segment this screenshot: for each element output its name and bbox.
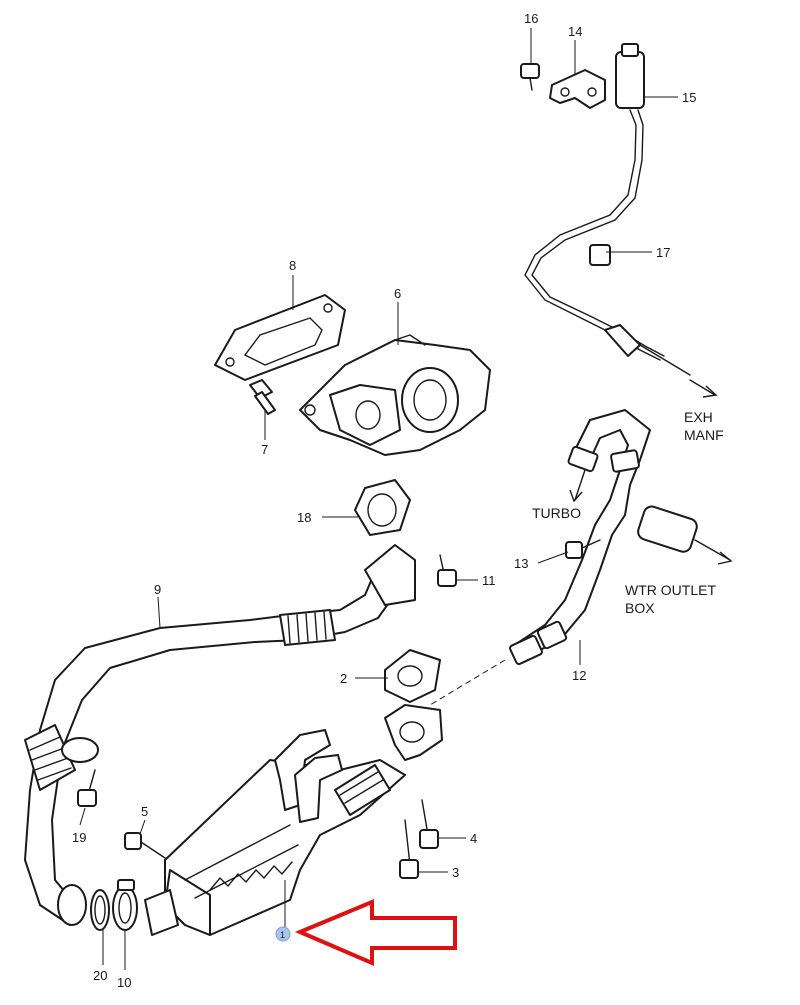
callout-9: 9 bbox=[154, 582, 161, 597]
egr-valve bbox=[299, 334, 491, 456]
callout-17: 17 bbox=[656, 245, 670, 260]
leader-lines bbox=[79, 28, 678, 970]
bolt-19 bbox=[77, 769, 97, 807]
callout-11: 11 bbox=[482, 573, 496, 588]
note-wtr-line1: WTR OUTLET bbox=[625, 582, 716, 598]
callout-6: 6 bbox=[394, 286, 401, 301]
bolt-3 bbox=[399, 819, 419, 879]
callout-18: 18 bbox=[297, 510, 311, 525]
bolt-4 bbox=[419, 799, 439, 849]
callout-14: 14 bbox=[568, 24, 582, 39]
bolt-16 bbox=[520, 63, 540, 91]
callout-19: 19 bbox=[72, 830, 86, 845]
bolt-5 bbox=[124, 832, 166, 859]
callout-13: 13 bbox=[514, 556, 528, 571]
callout-3: 3 bbox=[452, 865, 459, 880]
callout-7: 7 bbox=[261, 442, 268, 457]
callout-1: 1 bbox=[280, 930, 285, 940]
callout-10: 10 bbox=[117, 975, 131, 990]
gasket-2 bbox=[384, 649, 441, 703]
callout-20: 20 bbox=[93, 968, 107, 983]
egr-pipe-9 bbox=[24, 544, 416, 926]
direction-arrows bbox=[569, 379, 733, 565]
o-ring bbox=[90, 889, 110, 931]
callout-4: 4 bbox=[470, 831, 477, 846]
callout-8: 8 bbox=[289, 258, 296, 273]
bolt-11 bbox=[437, 554, 457, 587]
highlight-arrow bbox=[294, 899, 457, 967]
coolant-pipe-12 bbox=[429, 409, 698, 706]
note-turbo: TURBO bbox=[532, 505, 581, 521]
gasket-8 bbox=[214, 294, 346, 381]
sensor-bracket bbox=[549, 69, 606, 109]
egr-cooler bbox=[144, 704, 443, 936]
note-exh-line1: EXH bbox=[684, 409, 713, 425]
part-1-marker bbox=[275, 926, 291, 942]
note-exh-line2: MANF bbox=[684, 427, 724, 443]
hose-clamp bbox=[112, 879, 138, 931]
bolt-13 bbox=[565, 539, 601, 559]
note-wtr-line2: BOX bbox=[625, 600, 655, 616]
callout-5: 5 bbox=[141, 804, 148, 819]
callout-16: 16 bbox=[524, 11, 538, 26]
exhaust-temperature-sensor bbox=[524, 43, 691, 376]
callout-12: 12 bbox=[572, 668, 586, 683]
callout-15: 15 bbox=[682, 90, 696, 105]
gasket-18 bbox=[354, 479, 411, 536]
callout-2: 2 bbox=[340, 671, 347, 686]
bolt-7 bbox=[249, 379, 276, 415]
